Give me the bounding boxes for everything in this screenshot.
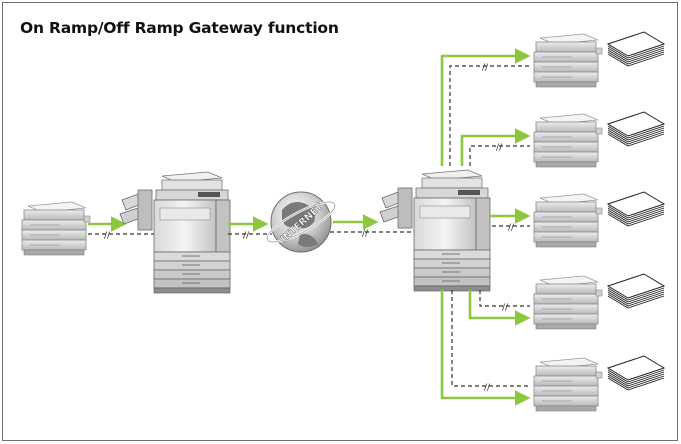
svg-text://: // <box>502 303 509 313</box>
receiver-fax-icon <box>533 357 603 412</box>
paper-stack-icon <box>607 111 665 147</box>
svg-text://: // <box>484 383 491 393</box>
receiver-fax-icon <box>533 33 603 88</box>
paper-stack-icon <box>607 191 665 227</box>
receiver-fax-icon <box>533 113 603 168</box>
receiver-fax-icon <box>533 193 603 248</box>
gateway-sender-copier-icon <box>119 171 231 294</box>
svg-text://: // <box>362 229 369 239</box>
break-mark: // <box>104 231 111 241</box>
svg-text://: // <box>243 231 250 241</box>
receiver-fax-icon <box>533 275 603 330</box>
return-lines <box>449 65 530 387</box>
internet-globe-icon: INTERNET <box>265 191 337 253</box>
diagram-title: On Ramp/Off Ramp Gateway function <box>20 19 339 37</box>
sender-fax-icon <box>21 201 91 256</box>
paper-stack-icon <box>607 31 665 67</box>
svg-text://: // <box>482 63 489 73</box>
paper-stack-icon <box>607 355 665 391</box>
svg-text://: // <box>508 223 515 233</box>
gateway-receiver-copier-icon <box>379 169 491 292</box>
distribution-arrows <box>440 48 531 406</box>
paper-stack-icon <box>607 273 665 309</box>
svg-text://: // <box>496 143 503 153</box>
